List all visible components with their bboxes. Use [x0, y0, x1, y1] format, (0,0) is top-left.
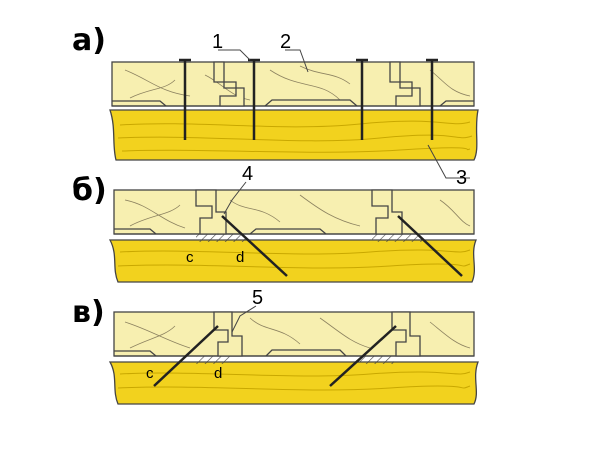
- tongue-groove-v2: [391, 311, 421, 357]
- callout-1: 1: [212, 31, 223, 53]
- hatch-v1: [196, 356, 230, 364]
- nail-v1: [153, 325, 219, 387]
- panel-label-b: б): [72, 173, 107, 208]
- joist-b: [108, 239, 477, 283]
- nail-v2: [329, 325, 397, 387]
- callout-3: 3: [456, 167, 467, 189]
- tongue-groove-a2: [389, 61, 421, 107]
- nail-a1: [179, 58, 191, 140]
- leader-5: [231, 305, 257, 333]
- panel-v: [108, 305, 479, 405]
- joist-a: [109, 109, 479, 161]
- panel-b: [108, 181, 477, 283]
- leader-4: [223, 181, 247, 215]
- nail-b2: [397, 215, 463, 277]
- panel-label-v: в): [72, 295, 105, 330]
- panel-label-a: а): [72, 23, 106, 58]
- leader-2: [285, 49, 309, 73]
- board-b: [113, 189, 475, 235]
- leader-3: [427, 144, 470, 179]
- hatch-b2: [372, 234, 422, 242]
- nail-a3: [356, 58, 368, 140]
- callout-4: 4: [242, 163, 253, 185]
- nail-a4: [426, 58, 438, 140]
- leader-1: [218, 49, 251, 61]
- joist-v: [108, 361, 479, 405]
- callout-2: 2: [280, 31, 291, 53]
- hatch-b1: [196, 234, 246, 242]
- point-d-b: d: [236, 249, 244, 266]
- tongue-groove-a1: [213, 61, 245, 107]
- point-d-v: d: [214, 365, 222, 382]
- point-c-v: c: [146, 365, 154, 382]
- nail-b1: [221, 215, 288, 277]
- panel-a: [109, 49, 479, 179]
- point-c-b: c: [186, 249, 194, 266]
- callout-5: 5: [252, 287, 263, 309]
- hatch-v2: [360, 356, 394, 364]
